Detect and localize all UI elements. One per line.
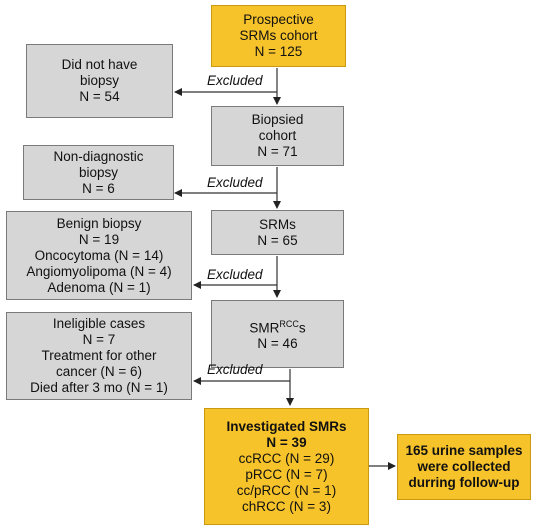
- non-diagnostic-line-2: biopsy: [78, 164, 119, 180]
- prospective-line-1: Prospective: [243, 12, 314, 27]
- excluded-label-2: Excluded: [207, 175, 263, 190]
- benign-line-2: N = 19: [78, 231, 120, 247]
- smr-rcc-count: N = 46: [257, 336, 298, 352]
- biopsied-cohort-box: Biopsied cohort N = 71: [211, 106, 344, 166]
- non-diagnostic-line-1: Non-diagnostic: [53, 148, 144, 164]
- non-diagnostic-box: Non-diagnostic biopsy N = 6: [23, 145, 174, 200]
- srms-line-1: SRMs: [259, 216, 296, 232]
- urine-samples-box: 165 urine samples were collected durring…: [397, 434, 531, 500]
- ineligible-cases-box: Ineligible cases N = 7 Treatment for oth…: [6, 312, 192, 400]
- prospective-line-3: N = 125: [254, 44, 303, 59]
- investigated-item-chrcc: chRCC (N = 3): [242, 498, 331, 514]
- ineligible-line-2: N = 7: [82, 332, 116, 347]
- ineligible-line-4: cancer (N = 6): [56, 364, 142, 379]
- smr-rcc-box: SMRRCCs N = 46: [211, 300, 344, 368]
- benign-biopsy-box: Benign biopsy N = 19 Oncocytoma (N = 14)…: [6, 211, 192, 300]
- excluded-label-4: Excluded: [207, 362, 263, 377]
- biopsied-line-2: cohort: [258, 128, 297, 143]
- excluded-label-1: Excluded: [207, 73, 263, 88]
- no-biopsy-line-3: N = 54: [79, 89, 120, 104]
- ineligible-line-1: Ineligible cases: [52, 316, 146, 331]
- smr-rcc-label: SMRRCCs: [249, 318, 306, 336]
- biopsied-line-1: Biopsied: [251, 112, 304, 127]
- no-biopsy-box: Did not have biopsy N = 54: [26, 44, 173, 118]
- urine-line-3: durring follow-up: [408, 475, 520, 490]
- benign-line-5: Adenoma (N = 1): [47, 279, 151, 295]
- investigated-count: N = 39: [266, 434, 307, 450]
- srms-line-2: N = 65: [257, 232, 298, 248]
- ineligible-line-3: Treatment for other: [41, 348, 157, 363]
- biopsied-line-3: N = 71: [257, 144, 298, 159]
- prospective-cohort-box: Prospective SRMs cohort N = 125: [211, 5, 346, 67]
- no-biopsy-line-2: biopsy: [79, 73, 120, 88]
- investigated-smrs-box: Investigated SMRs N = 39 ccRCC (N = 29) …: [204, 408, 369, 525]
- urine-line-1: 165 urine samples: [405, 443, 523, 458]
- urine-line-2: were collected: [417, 459, 511, 474]
- non-diagnostic-line-3: N = 6: [82, 180, 115, 196]
- investigated-item-ccrcc: ccRCC (N = 29): [238, 450, 335, 466]
- benign-line-1: Benign biopsy: [56, 215, 142, 231]
- excluded-label-3: Excluded: [207, 267, 263, 282]
- investigated-item-ccprcc: cc/pRCC (N = 1): [236, 482, 337, 498]
- benign-line-3: Oncocytoma (N = 14): [34, 247, 164, 263]
- prospective-line-2: SRMs cohort: [239, 28, 318, 43]
- no-biopsy-line-1: Did not have: [61, 57, 138, 72]
- benign-line-4: Angiomyolipoma (N = 4): [26, 263, 172, 279]
- srms-box: SRMs N = 65: [211, 210, 344, 255]
- investigated-title: Investigated SMRs: [226, 418, 347, 434]
- ineligible-line-5: Died after 3 mo (N = 1): [30, 380, 168, 395]
- investigated-item-prcc: pRCC (N = 7): [245, 466, 328, 482]
